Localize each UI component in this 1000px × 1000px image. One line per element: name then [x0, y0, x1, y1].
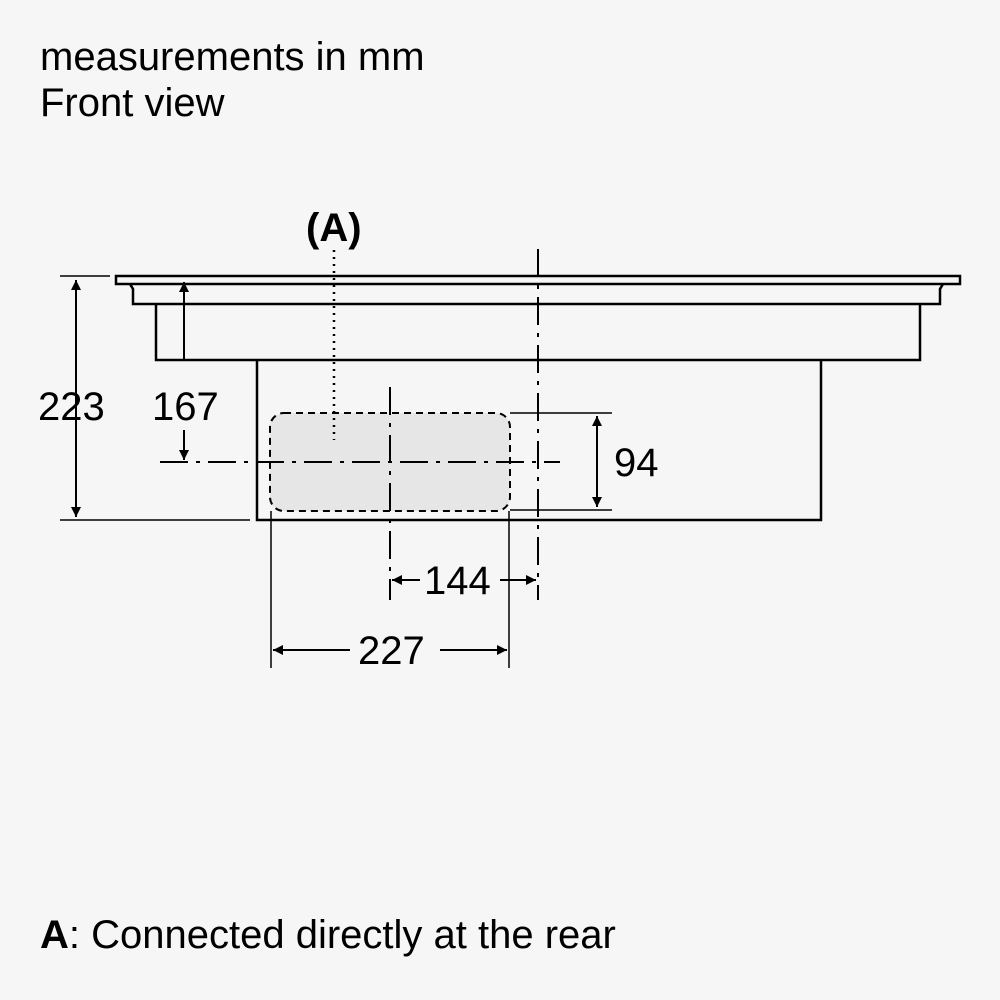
footnote: A: Connected directly at the rear	[40, 913, 616, 958]
view-title: Front view	[40, 81, 225, 125]
extension-lines	[60, 275, 612, 668]
center-lines	[160, 249, 560, 600]
footnote-text: : Connected directly at the rear	[68, 913, 616, 957]
dim-axis-height: 167	[152, 385, 219, 429]
frame-rim	[128, 283, 945, 306]
dim-opening-width: 227	[358, 629, 425, 673]
lower-housing	[255, 360, 823, 522]
dim-total-height: 223	[38, 385, 105, 429]
dim-opening-height: 94	[614, 441, 659, 485]
glass-top	[114, 274, 962, 286]
label-a: (A)	[306, 206, 362, 250]
dimension-arrows	[71, 280, 602, 655]
header: measurements in mm Front view	[40, 34, 425, 126]
units-note: measurements in mm	[40, 35, 425, 79]
dim-offset: 144	[424, 559, 491, 603]
footnote-key: A	[40, 913, 69, 957]
